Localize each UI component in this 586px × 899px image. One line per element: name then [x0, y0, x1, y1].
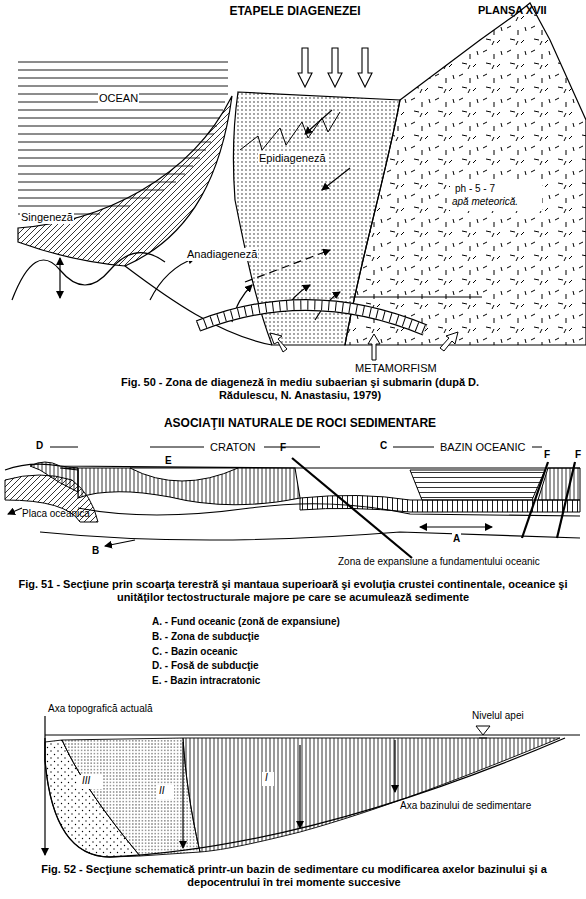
meteoric-mountain: [345, 3, 586, 345]
subduction-arrow: [105, 540, 135, 546]
zone-two: [62, 738, 200, 856]
basin-outline: [45, 738, 565, 857]
text-clear: [262, 772, 274, 786]
metamorphism-arrows: [270, 332, 458, 360]
callout-letter: E: [165, 455, 172, 467]
metamorphism-arrows: [270, 333, 287, 352]
key-line: B. - Zona de subducţie: [152, 631, 259, 643]
oceanic-plate-arrow: [8, 508, 22, 514]
zone-one: [183, 738, 560, 852]
callout-letter: F: [280, 442, 286, 454]
metamorphism-band: [198, 305, 425, 330]
callout-letter: F: [574, 449, 582, 461]
plate-heading: ETAPELE DIAGENEZEI: [170, 4, 420, 19]
metamorphism-arrows: [368, 334, 380, 360]
text-clear: [450, 181, 542, 211]
figure-caption: Fig. 51 - Secţiune prin scoarţa terestră…: [12, 578, 574, 605]
key-line: D. - Fosă de subducţie: [152, 660, 259, 672]
stage-number: II: [159, 785, 165, 797]
area-label: Singeneză: [20, 211, 74, 224]
surface-arrows: [298, 48, 312, 87]
area-label: Placa oceanică: [22, 508, 90, 520]
anadiagenesis-arrows: [150, 258, 195, 300]
metamorphism-band: [198, 305, 425, 330]
fault-lines: [557, 462, 575, 538]
infiltration-arrows: [305, 110, 332, 134]
axis-label: Nivelul apei: [472, 710, 524, 722]
area-label: Epidiageneză: [258, 152, 327, 165]
water-level-symbol: [476, 726, 490, 738]
fault-lines: [292, 458, 412, 558]
callout-letter: D: [36, 440, 43, 452]
axis-arrows: [44, 716, 45, 855]
infiltration-arrows: [305, 110, 350, 190]
syngenesis-lens: [18, 96, 232, 266]
metamorphism-band: [198, 297, 482, 330]
figure-caption: Fig. 50 - Zona de diageneză în mediu sub…: [95, 376, 505, 403]
callout-letter: C: [380, 440, 387, 452]
spreading-arrow: [420, 526, 492, 527]
fault-lines: [292, 458, 575, 558]
key-line: C. - Bazin oceanic: [152, 646, 238, 658]
callout-letter: F: [543, 449, 551, 461]
surface-line: [5, 464, 580, 470]
surface-arrows: [358, 48, 372, 87]
craton-crust: [60, 468, 300, 505]
epidiagenesis-front: [240, 112, 340, 150]
water-level-line: [45, 735, 580, 736]
section-heading: ASOCIAŢII NATURALE DE ROCI SEDIMENTARE: [110, 416, 490, 431]
stage-number: III: [82, 775, 90, 787]
syngenesis-arrow: [59, 258, 60, 298]
intracratonic-basin: [130, 468, 238, 481]
area-label: ph - 5 - 7: [455, 183, 495, 195]
surface-arrows: [328, 48, 342, 87]
axis-arrows: [182, 742, 183, 848]
plate-number: PLANŞA XVII: [478, 4, 547, 17]
area-label: BAZIN OCEANIC: [440, 441, 526, 454]
area-label: Anadiageneză: [186, 248, 258, 261]
metamorphism-arrows: [440, 332, 458, 351]
axis-label: Axa topografică actuală: [48, 703, 153, 715]
axis-arrows: [45, 716, 395, 855]
stage-number: I: [265, 772, 268, 784]
lithosphere-lines: [40, 504, 580, 540]
infiltration-arrows: [322, 168, 350, 190]
lithosphere-lines: [40, 532, 580, 540]
oceanic-basin-fill: [410, 470, 545, 500]
seafloor-wave-line: [12, 253, 165, 300]
axis-arrows: [299, 745, 300, 828]
callout-letter: B: [92, 545, 99, 557]
text-clear: [78, 775, 102, 789]
lithosphere-lines: [78, 504, 580, 516]
area-label: CRATON: [210, 441, 255, 454]
axis-arrows: [394, 740, 395, 792]
axis-label: Axa bazinului de sedimentare: [400, 800, 531, 812]
surface-arrows: [298, 48, 372, 87]
area-label: OCEAN: [98, 92, 139, 105]
metamorphism-band: [350, 297, 482, 298]
callout-letter: A: [452, 533, 461, 545]
metamorphism-band: [198, 305, 425, 330]
fault-lines: [522, 462, 548, 538]
area-label: METAMORFISM: [355, 362, 437, 375]
area-label: apă meteorică.: [452, 196, 518, 208]
key-line: A. - Fund oceanic (zonă de expansiune): [152, 616, 340, 628]
key-line: E. - Bazin intracratonic: [152, 675, 260, 687]
area-label: Zona de expansiune a fundamentului ocean…: [338, 556, 540, 568]
figure-caption: Fig. 52 - Secţiune schematică printr-un …: [18, 863, 570, 890]
text-clear: [156, 785, 174, 799]
